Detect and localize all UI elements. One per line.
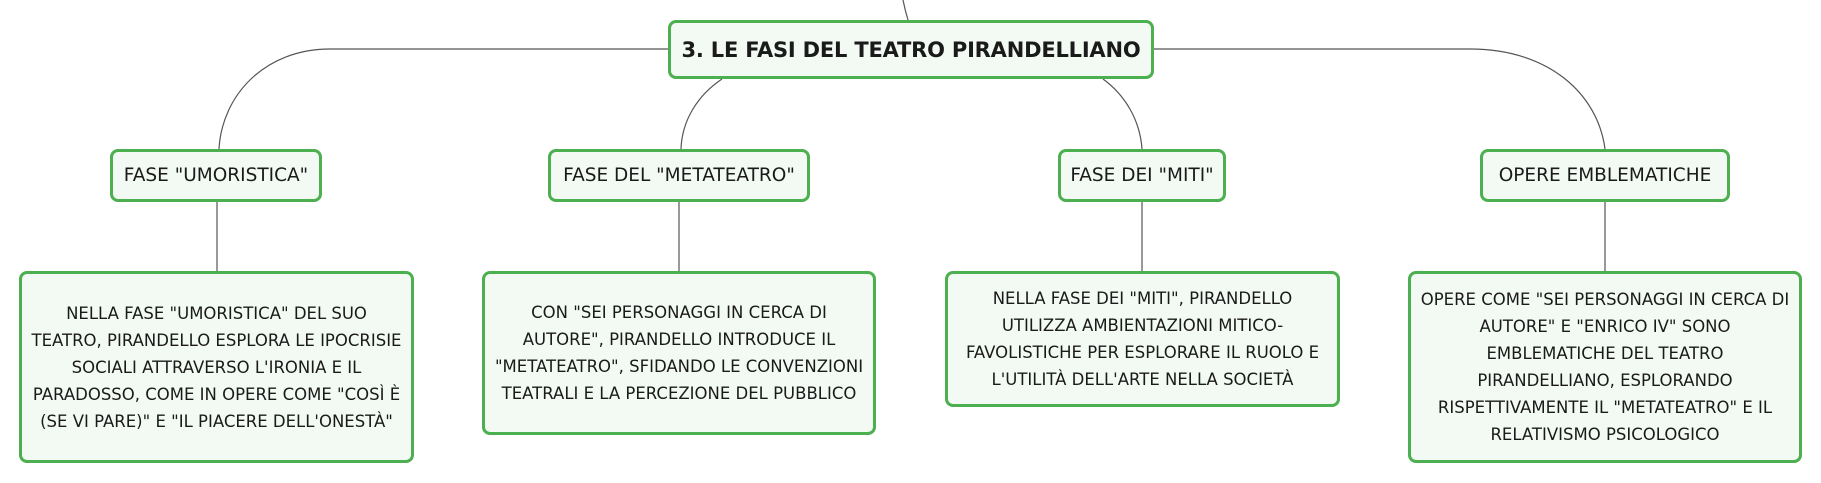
connector-root-to-opere [1154, 48, 1606, 150]
description-node-metateatro[interactable]: CON "SEI PERSONAGGI IN CERCA DI AUTORE",… [482, 271, 876, 435]
phase-label: FASE DEI "MITI" [1070, 165, 1214, 186]
description-node-umoristica[interactable]: NELLA FASE "UMORISTICA" DEL SUO TEATRO, … [19, 271, 414, 463]
description-text: CON "SEI PERSONAGGI IN CERCA DI AUTORE",… [494, 303, 864, 403]
description-node-miti[interactable]: NELLA FASE DEI "MITI", PIRANDELLO UTILIZ… [945, 271, 1340, 407]
connector-root-to-miti [1102, 78, 1143, 150]
description-node-opere[interactable]: OPERE COME "SEI PERSONAGGI IN CERCA DI A… [1408, 271, 1802, 463]
phase-node-umoristica[interactable]: FASE "UMORISTICA" [110, 149, 322, 202]
root-label: 3. LE FASI DEL TEATRO PIRANDELLIANO [681, 37, 1141, 62]
connector-root-to-umoristica [218, 48, 668, 150]
description-text: OPERE COME "SEI PERSONAGGI IN CERCA DI A… [1420, 290, 1790, 444]
phase-label: FASE "UMORISTICA" [123, 165, 309, 186]
root-node[interactable]: 3. LE FASI DEL TEATRO PIRANDELLIANO [668, 20, 1154, 79]
phase-node-metateatro[interactable]: FASE DEL "METATEATRO" [548, 149, 810, 202]
description-text: NELLA FASE DEI "MITI", PIRANDELLO UTILIZ… [965, 289, 1320, 389]
description-text: NELLA FASE "UMORISTICA" DEL SUO TEATRO, … [31, 303, 402, 431]
phase-label: FASE DEL "METATEATRO" [563, 165, 795, 186]
connector-root-to-metateatro [680, 78, 723, 150]
phase-label: OPERE EMBLEMATICHE [1498, 165, 1712, 186]
phase-node-opere[interactable]: OPERE EMBLEMATICHE [1480, 149, 1730, 202]
incoming-connector [902, 0, 909, 21]
phase-node-miti[interactable]: FASE DEI "MITI" [1058, 149, 1226, 202]
